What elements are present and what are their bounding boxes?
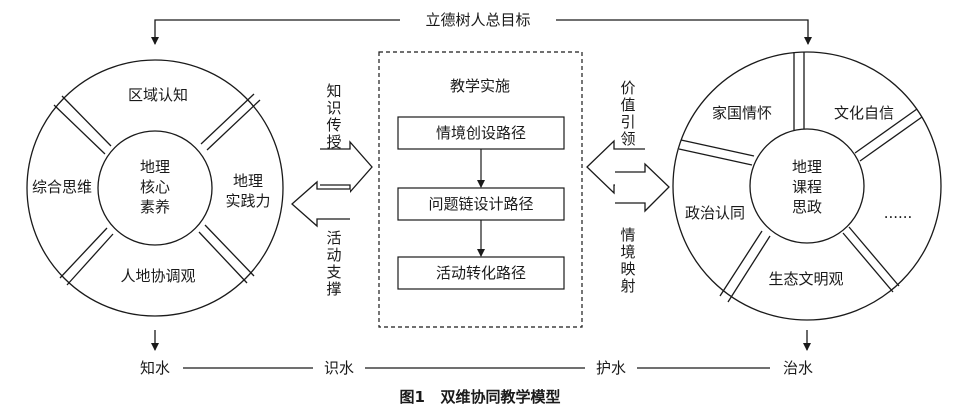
left-arrow-left [291, 180, 350, 228]
right-arrow-right [615, 162, 670, 213]
svg-text:撑: 撑 [326, 280, 341, 298]
bottom-label-3: 护水 [596, 359, 626, 377]
svg-text:价: 价 [620, 79, 635, 97]
bottom-line: 知水 识水 护水 治水 [140, 359, 813, 377]
left-segment-left: 综合思维 [32, 178, 92, 196]
left-segment-top: 区域认知 [128, 86, 188, 104]
left-segment-right-line-1: 地理 [233, 172, 263, 190]
svg-text:值: 值 [620, 96, 635, 114]
right-arrow-top-label: 价 值 引 领 [620, 79, 635, 148]
right-center-line-1: 地理 [792, 158, 822, 176]
left-ring: 地理 核心 素养 区域认知 人地协调观 综合思维 地理 实践力 [26, 59, 284, 317]
right-segment-bottom: 生态文明观 [768, 270, 843, 288]
left-center-line-3: 素养 [140, 198, 170, 216]
svg-text:境: 境 [620, 243, 635, 261]
svg-text:知: 知 [326, 82, 341, 100]
teaching-implementation-title: 教学实施 [450, 77, 510, 95]
svg-text:引: 引 [620, 113, 635, 131]
svg-text:活: 活 [326, 229, 341, 247]
right-segment-right: ...... [884, 204, 913, 222]
svg-text:授: 授 [326, 133, 341, 151]
left-arrow-right [320, 140, 373, 194]
bottom-label-1: 知水 [140, 359, 170, 377]
step-label-2: 问题链设计路径 [428, 195, 533, 213]
left-arrow-top-label: 知 识 传 授 [326, 82, 341, 151]
bottom-connectors [151, 330, 811, 351]
right-arrow-bottom-label: 情 境 映 射 [620, 226, 635, 295]
step-box-3 [397, 256, 565, 290]
svg-text:射: 射 [620, 277, 635, 295]
right-center-line-3: 思政 [792, 198, 822, 216]
svg-text:传: 传 [326, 116, 341, 134]
teaching-implementation-box: 教学实施 情境创设路径 问题链设计路径 活动转化路径 [378, 51, 583, 328]
right-ring: 地理 课程 思政 文化自信 ...... 生态文明观 政治认同 家国情怀 [672, 51, 942, 321]
step-label-1: 情境创设路径 [436, 124, 526, 142]
svg-text:映: 映 [620, 260, 635, 278]
left-ring-center [97, 130, 213, 246]
right-segment-top-right: 文化自信 [834, 104, 894, 122]
left-center-line-2: 核心 [140, 178, 170, 196]
svg-text:领: 领 [620, 130, 635, 148]
left-segment-right-line-2: 实践力 [225, 192, 270, 210]
right-arrows [586, 139, 670, 213]
right-center-line-2: 课程 [792, 178, 822, 196]
svg-text:情: 情 [620, 226, 635, 244]
step-label-3: 活动转化路径 [436, 264, 526, 282]
bottom-label-2: 识水 [324, 359, 354, 377]
bottom-label-4: 治水 [783, 359, 813, 377]
top-goal-connector [151, 19, 812, 45]
svg-text:动: 动 [326, 246, 341, 264]
svg-text:支: 支 [326, 263, 341, 281]
left-arrow-bottom-label: 活 动 支 撑 [326, 229, 341, 298]
top-goal-label: 立德树人总目标 [425, 11, 530, 29]
right-segment-top-left: 家国情怀 [712, 104, 772, 122]
figure-caption: 图1 双维协同教学模型 [399, 388, 560, 406]
right-ring-center [749, 128, 865, 244]
right-segment-left: 政治认同 [685, 204, 745, 222]
left-segment-bottom: 人地协调观 [120, 267, 195, 285]
left-arrows [291, 140, 373, 228]
svg-text:识: 识 [326, 99, 341, 117]
left-center-line-1: 地理 [140, 158, 170, 176]
